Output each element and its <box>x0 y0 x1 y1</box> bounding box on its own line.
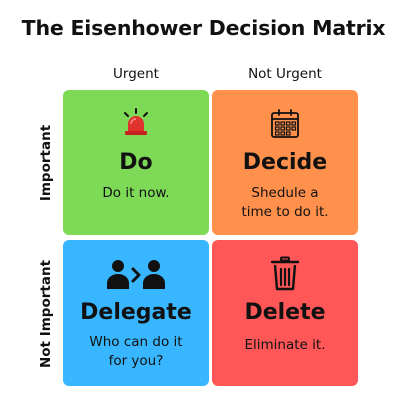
quadrant-do-heading: Do <box>119 150 153 175</box>
quadrant-decide-description-line-1: Shedule a <box>251 185 319 201</box>
column-label-not-urgent: Not Urgent <box>248 66 322 82</box>
quadrant-decide-description-line-2: time to do it. <box>241 204 329 220</box>
delegate-people-icon <box>63 258 209 290</box>
quadrant-delete-description-line: Eliminate it. <box>244 337 326 353</box>
calendar-icon <box>212 108 358 140</box>
column-label-urgent: Urgent <box>113 66 159 82</box>
quadrant-delete: Delete Eliminate it. <box>212 240 358 386</box>
quadrant-decide: Decide Shedule a time to do it. <box>212 90 358 235</box>
page-title: The Eisenhower Decision Matrix <box>21 16 386 40</box>
quadrant-do-description: Do it now. <box>63 184 209 203</box>
quadrant-do-description-line: Do it now. <box>102 185 170 201</box>
quadrant-delegate-heading: Delegate <box>80 300 192 325</box>
quadrant-decide-heading: Decide <box>242 150 328 175</box>
quadrant-delete-heading: Delete <box>244 300 326 325</box>
quadrant-delegate: Delegate Who can do it for you? <box>63 240 209 386</box>
trash-icon <box>212 256 358 292</box>
quadrant-delegate-description-line-2: for you? <box>108 353 164 369</box>
quadrant-delete-description: Eliminate it. <box>212 336 358 355</box>
siren-icon <box>63 108 209 138</box>
quadrant-delegate-description-line-1: Who can do it <box>89 334 183 350</box>
row-label-important: Important <box>38 124 54 202</box>
quadrant-do: Do Do it now. <box>63 90 209 235</box>
quadrant-decide-description: Shedule a time to do it. <box>212 184 358 222</box>
quadrant-delegate-description: Who can do it for you? <box>63 333 209 371</box>
row-label-not-important: Not Important <box>38 259 54 369</box>
